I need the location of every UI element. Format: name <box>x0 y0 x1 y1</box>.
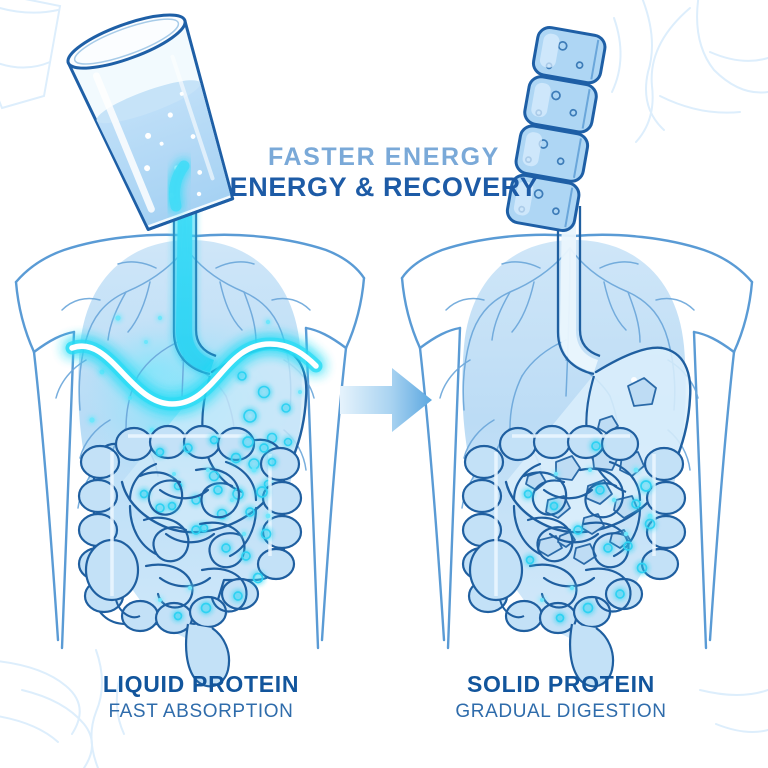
torso-outline-right <box>400 233 754 650</box>
colon-highlight-left <box>110 434 272 596</box>
absorption-wave-left <box>65 337 323 411</box>
right-arrow-icon <box>340 368 432 432</box>
large-intestine-right <box>461 424 687 688</box>
pour-stream-left <box>168 160 190 212</box>
small-intestine-right <box>512 460 642 613</box>
esophagus-liquid-flow-left <box>176 200 214 372</box>
caption-left-title: LIQUID PROTEIN <box>102 671 300 697</box>
caption-left: LIQUID PROTEIN FAST ABSORPTION <box>36 671 366 723</box>
caption-right: SOLID PROTEIN GRADUAL DIGESTION <box>396 671 726 723</box>
protein-bar-stack-icon <box>505 26 607 233</box>
caption-right-subtitle: GRADUAL DIGESTION <box>455 701 667 723</box>
torso-outline-left <box>14 233 366 650</box>
colon-highlight-right <box>494 434 656 596</box>
esophagus-right <box>556 206 601 376</box>
intestine-glow-particles-right <box>523 441 656 623</box>
intestine-glow-particles-left <box>139 435 277 621</box>
small-intestine-left <box>128 460 258 613</box>
caption-left-subtitle: FAST ABSORPTION <box>108 701 294 723</box>
drinking-glass-icon <box>66 13 235 232</box>
caption-right-title: SOLID PROTEIN <box>466 671 655 697</box>
esophagus-left <box>172 206 217 376</box>
